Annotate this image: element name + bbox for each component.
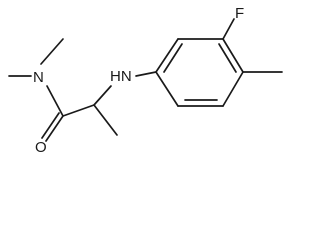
bond-alpha-methyl [93, 104, 118, 136]
bond-ring-fluorine [222, 18, 235, 40]
carbonyl-o-label: O [35, 139, 47, 155]
bond-nh-ring [135, 71, 157, 77]
ring-double-1 [163, 43, 183, 73]
fluorine-label: F [235, 5, 244, 22]
ring-bond-6 [155, 71, 179, 107]
bond-carbonyl-o-1 [45, 115, 64, 142]
structure-diagram: F HN N O [8, 5, 283, 155]
bond-methyl-top [40, 38, 64, 65]
ring-double-2 [218, 43, 237, 73]
ring-bond-3 [222, 38, 244, 73]
bond-n-carbonyl [46, 85, 64, 117]
ring-bond-4 [222, 71, 244, 107]
amide-n-label: N [33, 69, 44, 86]
ring-bond-1 [155, 38, 179, 73]
bond-carbonyl-alpha [62, 104, 95, 117]
amine-nh-label: HN [110, 68, 132, 85]
bond-alpha-nh [93, 85, 112, 106]
molecule-svg: F HN N O [8, 5, 283, 155]
bond-carbonyl-o-2 [41, 112, 60, 139]
